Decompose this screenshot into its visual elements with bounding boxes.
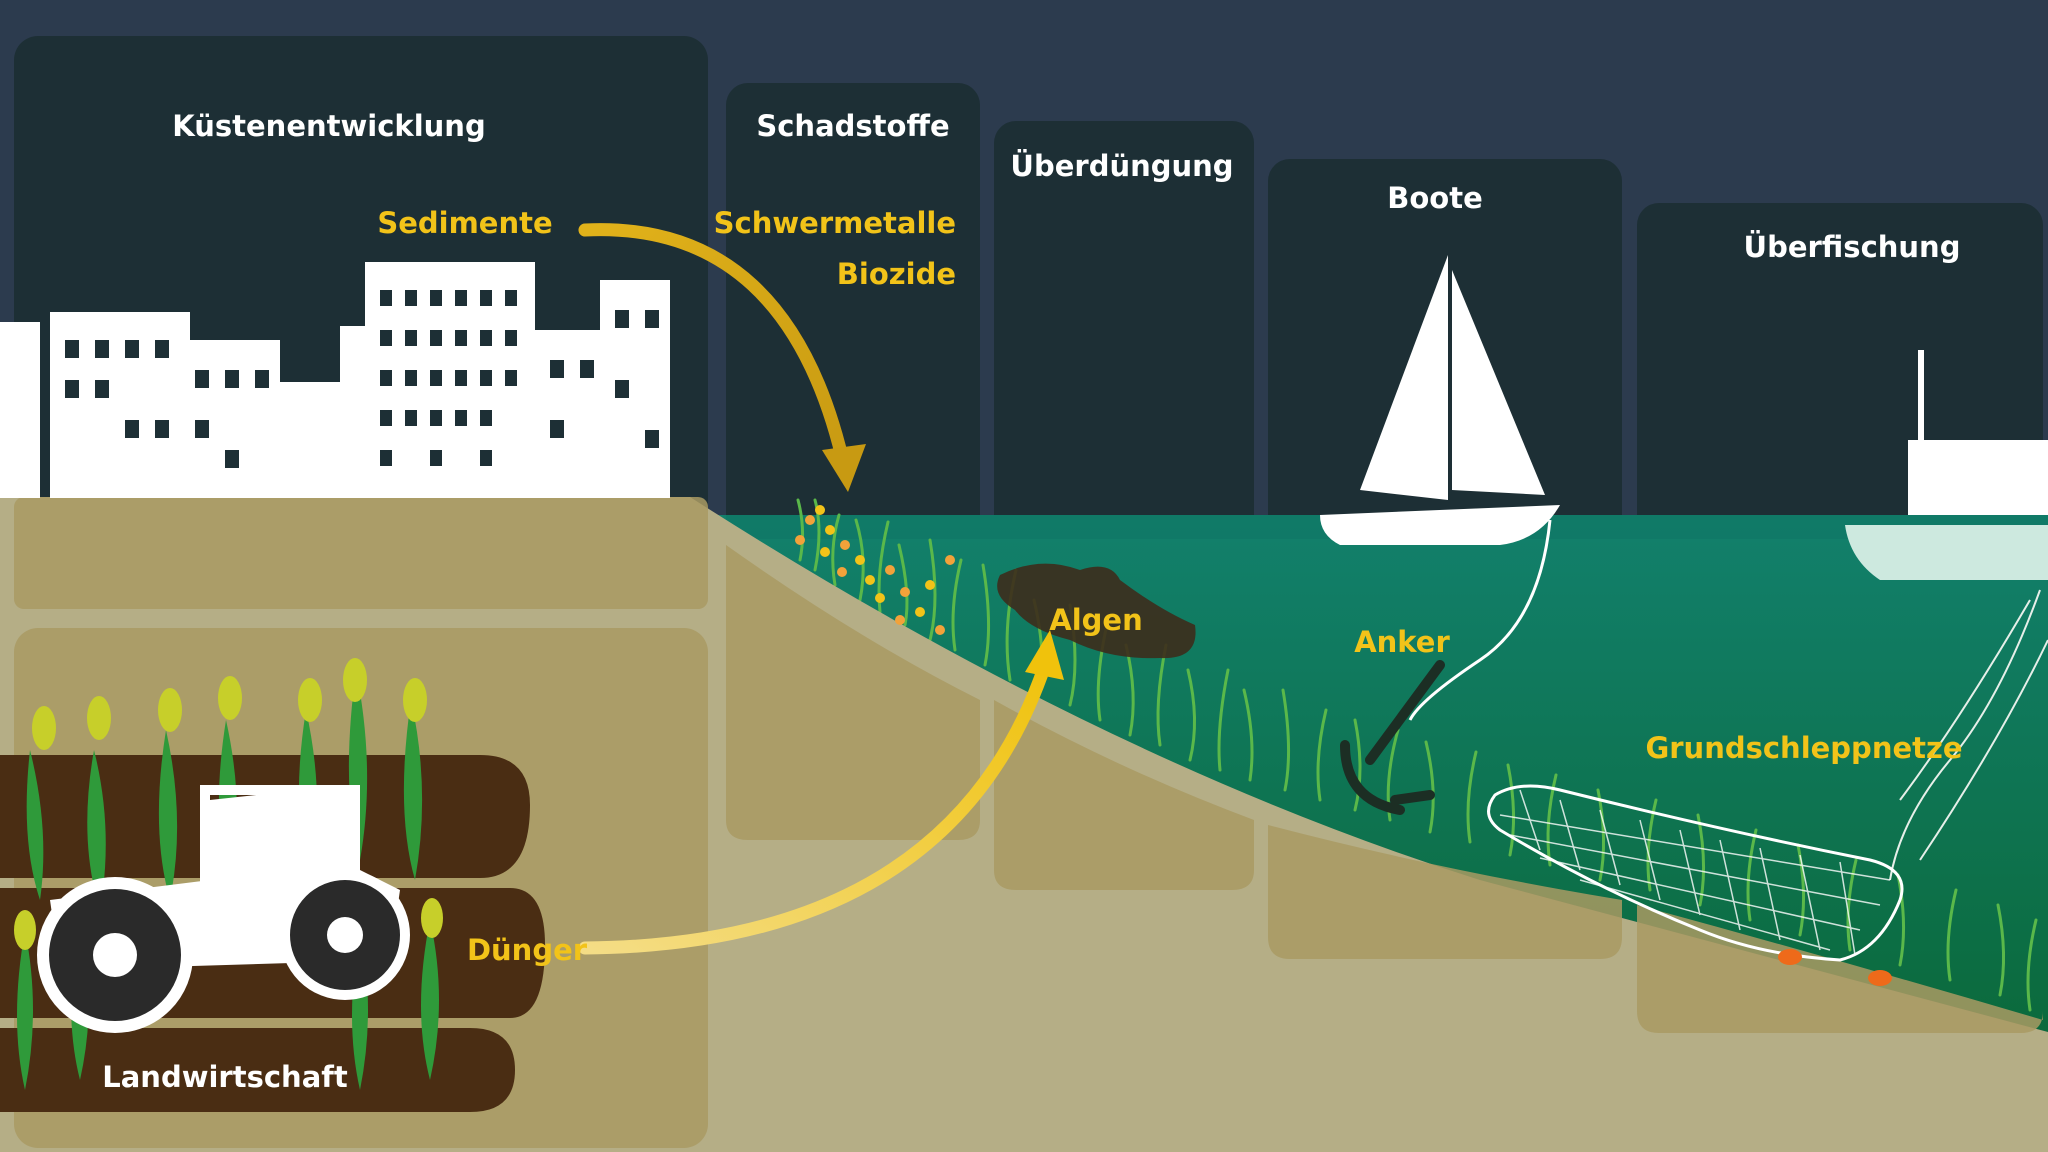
algae-bloom <box>997 563 1196 659</box>
sailboat <box>1320 255 1560 721</box>
coast-label: Sedimente <box>377 206 552 240</box>
agriculture-label: Dünger <box>467 933 588 967</box>
sediment-arrow <box>578 223 852 477</box>
boats-lower-tint <box>1268 825 1622 959</box>
city-windows <box>65 290 659 468</box>
pollutants-lower-tint <box>726 545 980 840</box>
coast-title: Küstenentwicklung <box>172 109 485 143</box>
pollutants-title: Schadstoffe <box>756 109 949 143</box>
overfert-lower-tint <box>994 700 1254 890</box>
overfishing-lower-tint <box>1637 905 2043 1033</box>
fertilizer-arrowhead <box>1025 630 1064 680</box>
labels: Küstenentwicklung Sedimente Schadstoffe … <box>102 109 1962 1094</box>
pollutants-label-2: Biozide <box>837 257 956 291</box>
pollutants-label-1: Schwermetalle <box>714 206 956 240</box>
overfert-title: Überdüngung <box>1010 149 1233 183</box>
anchor-icon <box>1340 660 1445 815</box>
overfert-label: Algen <box>1049 603 1142 637</box>
sea-water <box>700 515 2048 1032</box>
fishing-boat <box>1845 350 2048 881</box>
boats-title: Boote <box>1387 181 1482 215</box>
tractor <box>37 785 410 1033</box>
fertilizer-arrow <box>578 658 1052 955</box>
agriculture-title: Landwirtschaft <box>102 1060 348 1094</box>
boats-label: Anker <box>1354 625 1450 659</box>
overfishing-title: Überfischung <box>1744 230 1961 264</box>
sediment-arrowhead <box>822 444 866 492</box>
trawl-net <box>1487 784 1904 986</box>
overfishing-label: Grundschleppnetze <box>1645 731 1962 765</box>
coast-lower-tint <box>14 497 708 609</box>
pollutant-particles <box>795 505 955 635</box>
